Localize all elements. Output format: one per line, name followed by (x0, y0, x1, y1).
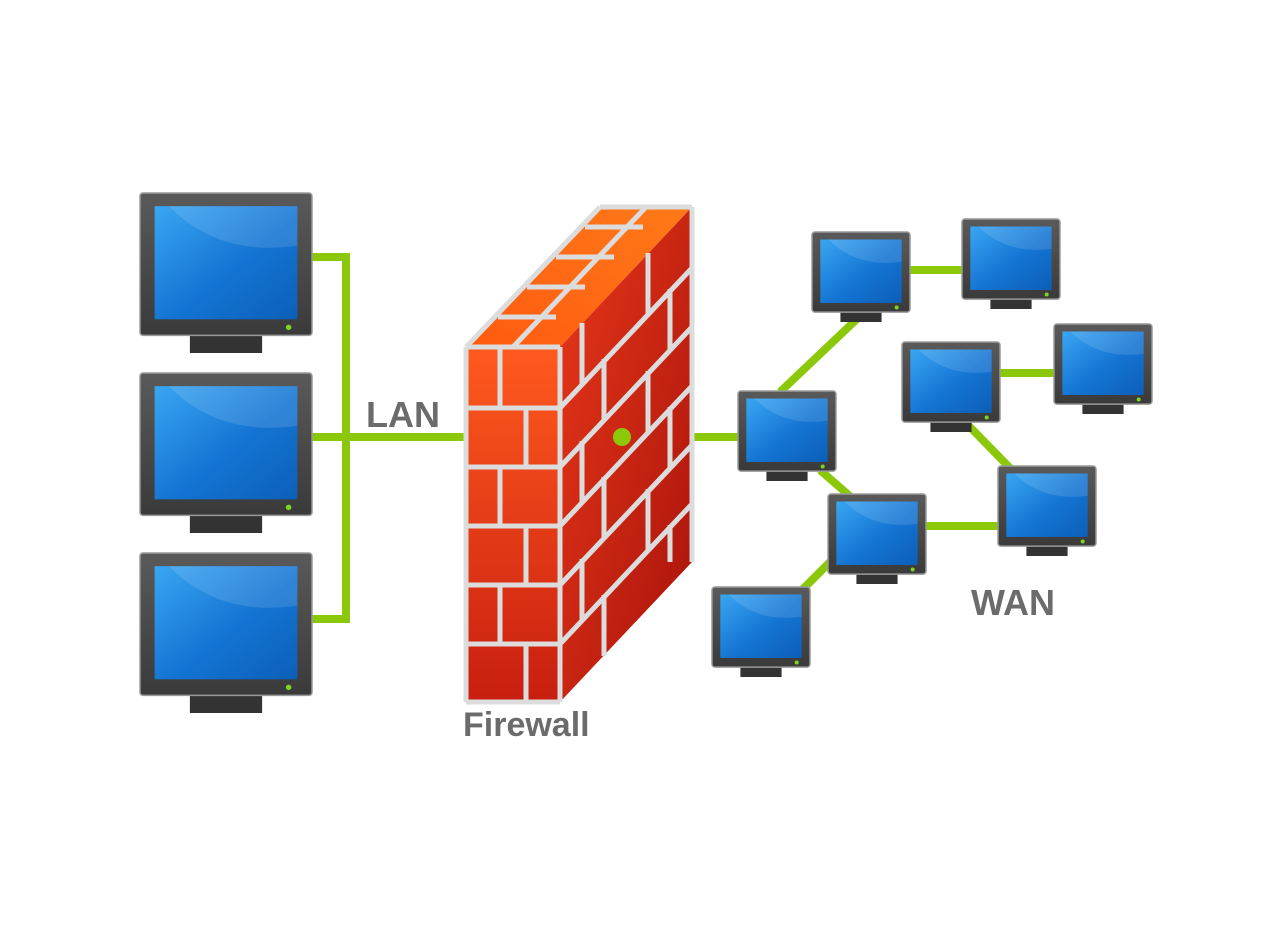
power-led-icon (1044, 292, 1049, 297)
power-led-icon (984, 415, 989, 420)
wan-link-a (777, 315, 861, 395)
monitor-stand (1026, 544, 1068, 556)
monitor-screen (970, 226, 1052, 290)
screen-glare (154, 386, 298, 428)
monitor-stand (856, 572, 898, 584)
screen-glare (1006, 473, 1088, 497)
wan-link-d (965, 422, 1013, 471)
lan-computer-1 (139, 192, 313, 353)
lan-label: LAN (366, 394, 440, 435)
firewall-connection-dot (613, 428, 631, 446)
monitor-screen (1006, 473, 1088, 537)
screen-glare (970, 226, 1052, 250)
wan-computer-7 (827, 493, 927, 584)
power-led-icon (285, 684, 292, 691)
monitors (139, 192, 1153, 713)
wan-computer-3 (901, 341, 1001, 432)
power-led-icon (285, 504, 292, 511)
firewall-mortar-top (464, 204, 692, 349)
monitor-stand (189, 693, 263, 713)
monitor-stand (766, 469, 808, 481)
monitor-screen (910, 349, 992, 413)
screen-glare (1062, 331, 1144, 355)
screen-glare (746, 398, 828, 422)
monitor-screen (154, 566, 298, 680)
power-led-icon (910, 567, 915, 572)
screen-glare (154, 206, 298, 248)
monitor-screen (836, 501, 918, 565)
monitor-screen (820, 239, 902, 303)
monitor-stand (189, 333, 263, 353)
screen-glare (820, 239, 902, 263)
monitor-screen (154, 206, 298, 320)
lan-computer-3 (139, 552, 313, 713)
firewall-label: Firewall (463, 706, 590, 744)
monitor-screen (154, 386, 298, 500)
power-led-icon (285, 324, 292, 331)
monitor-screen (1062, 331, 1144, 395)
monitor-stand (840, 310, 882, 322)
screen-glare (836, 501, 918, 525)
monitor-stand (740, 665, 782, 677)
power-led-icon (894, 305, 899, 310)
wan-computer-2 (961, 218, 1061, 309)
wan-label: WAN (971, 582, 1055, 623)
screen-glare (910, 349, 992, 373)
firewall-mortar-side (558, 207, 695, 656)
lan-links (310, 253, 468, 623)
power-led-icon (1080, 539, 1085, 544)
monitor-screen (720, 594, 802, 658)
monitor-stand (990, 297, 1032, 309)
monitor-screen (746, 398, 828, 462)
screen-glare (154, 566, 298, 608)
power-led-icon (1136, 397, 1141, 402)
wan-computer-5 (737, 390, 837, 481)
wan-computer-8 (711, 586, 811, 677)
power-led-icon (794, 660, 799, 665)
lan-computer-2 (139, 372, 313, 533)
firewall (463, 204, 695, 705)
wan-computer-6 (997, 465, 1097, 556)
wan-computer-1 (811, 231, 911, 322)
screen-glare (720, 594, 802, 618)
monitor-stand (189, 513, 263, 533)
power-led-icon (820, 464, 825, 469)
wan-computer-4 (1053, 323, 1153, 414)
monitor-stand (930, 420, 972, 432)
monitor-stand (1082, 402, 1124, 414)
